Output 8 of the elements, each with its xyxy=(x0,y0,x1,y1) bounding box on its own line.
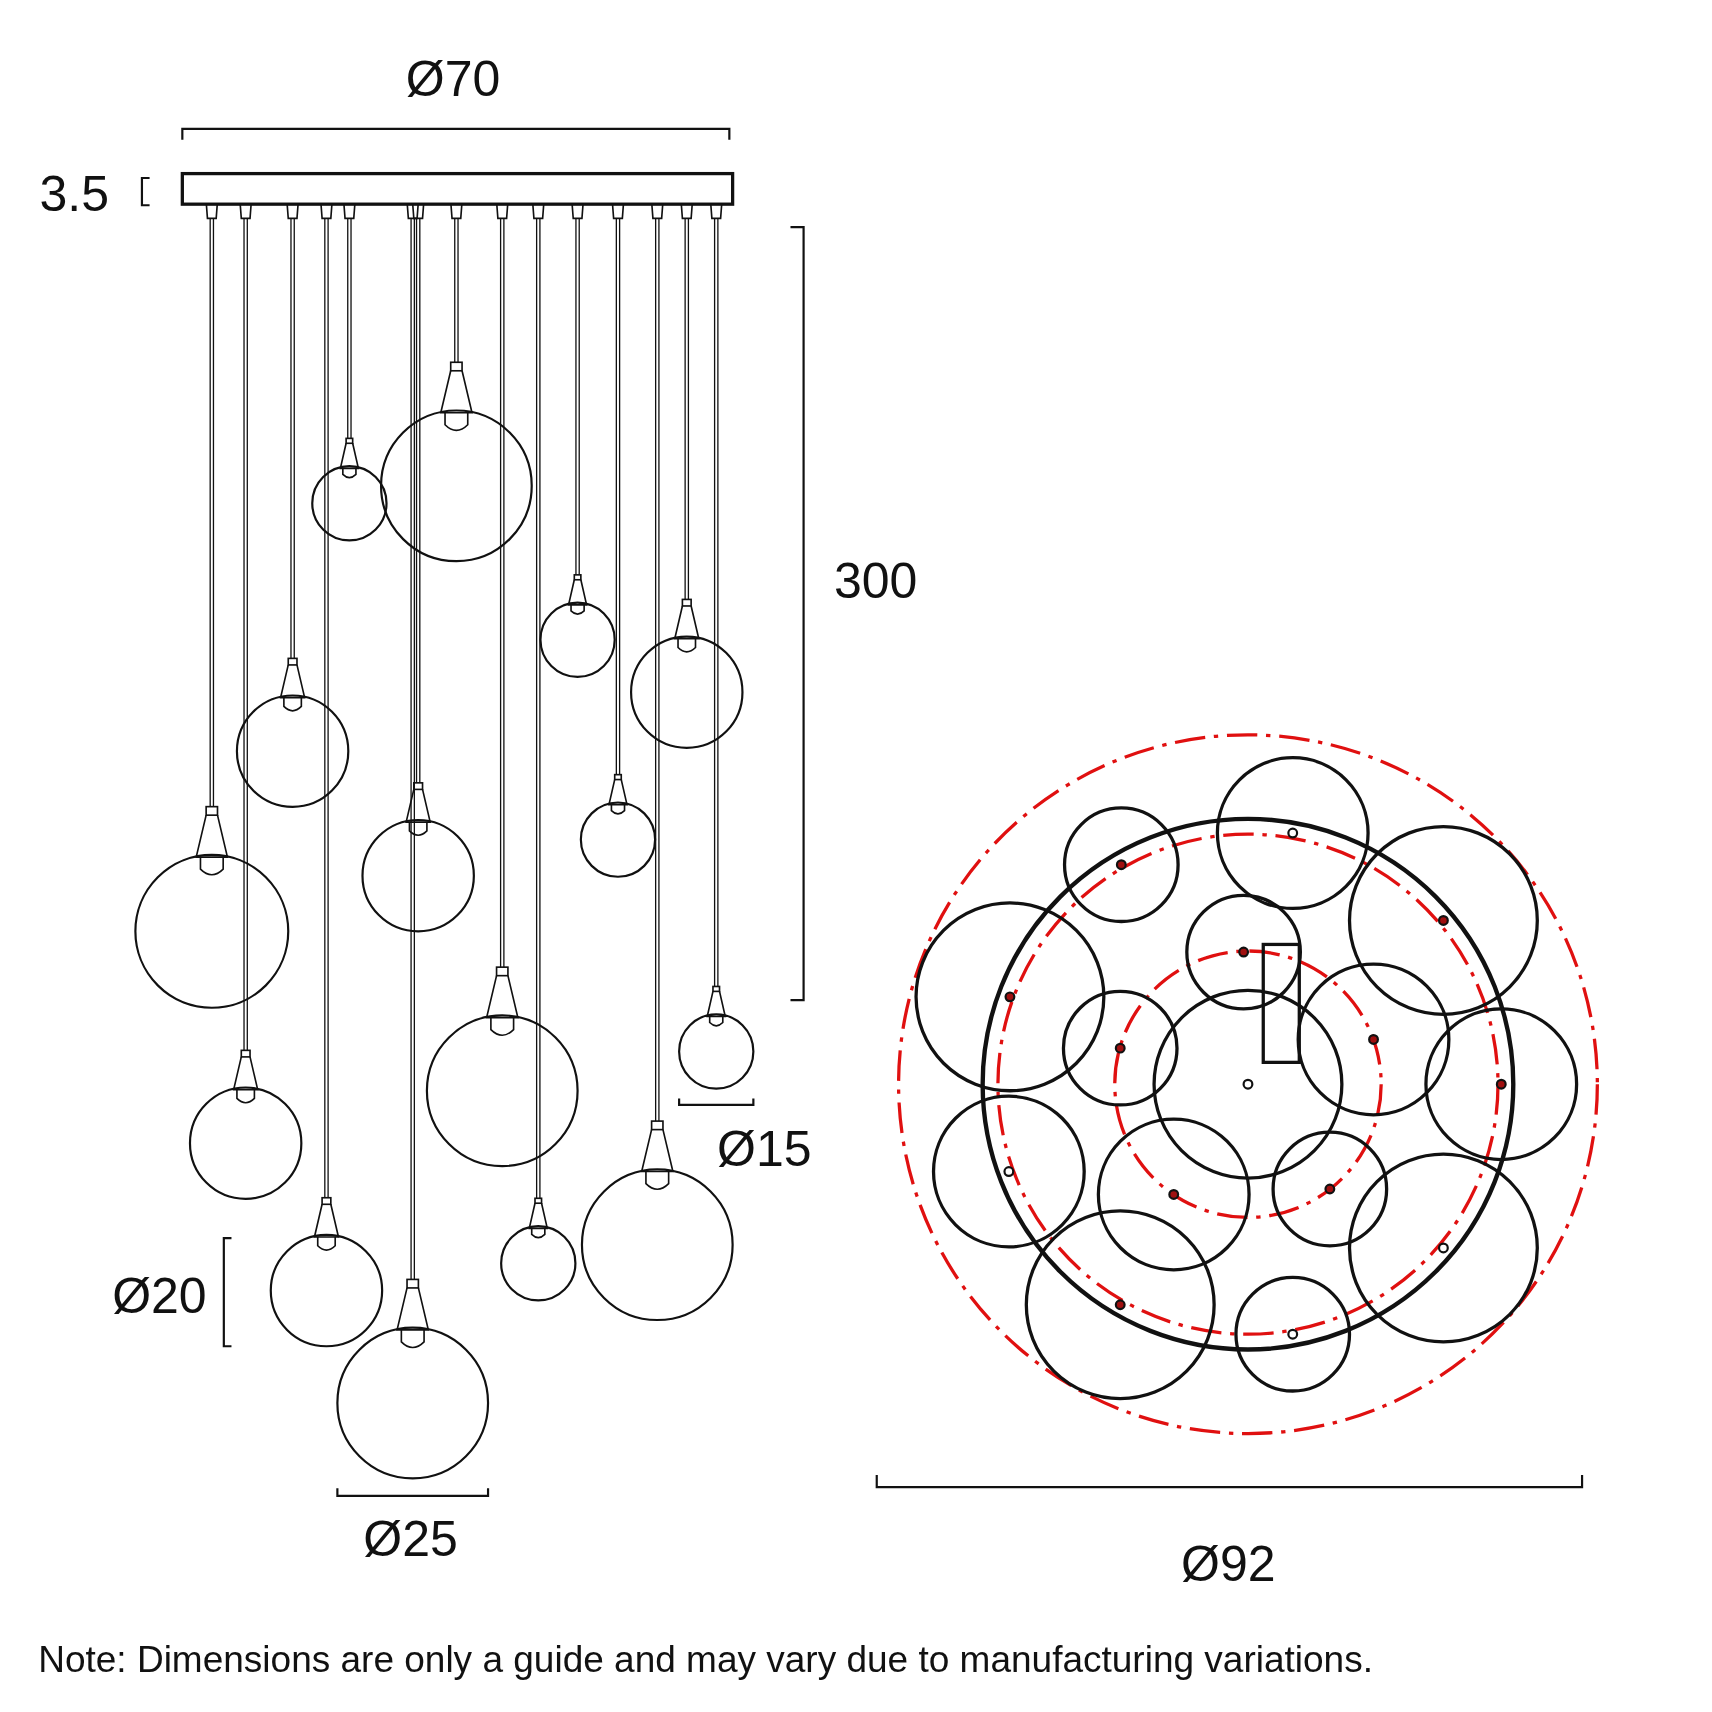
dimension-label: Ø92 xyxy=(1181,1538,1276,1589)
dimension-label: Ø25 xyxy=(363,1514,458,1565)
dimension-label: 300 xyxy=(833,555,918,606)
dimension-label: Ø15 xyxy=(717,1123,812,1174)
dimension-label: Ø70 xyxy=(405,53,501,104)
note-text: Note: Dimensions are only a guide and may vary due to manufacturing variations. xyxy=(38,1639,1373,1680)
dimension-label: 3.5 xyxy=(39,169,109,220)
dimension-label: Ø20 xyxy=(112,1271,207,1321)
